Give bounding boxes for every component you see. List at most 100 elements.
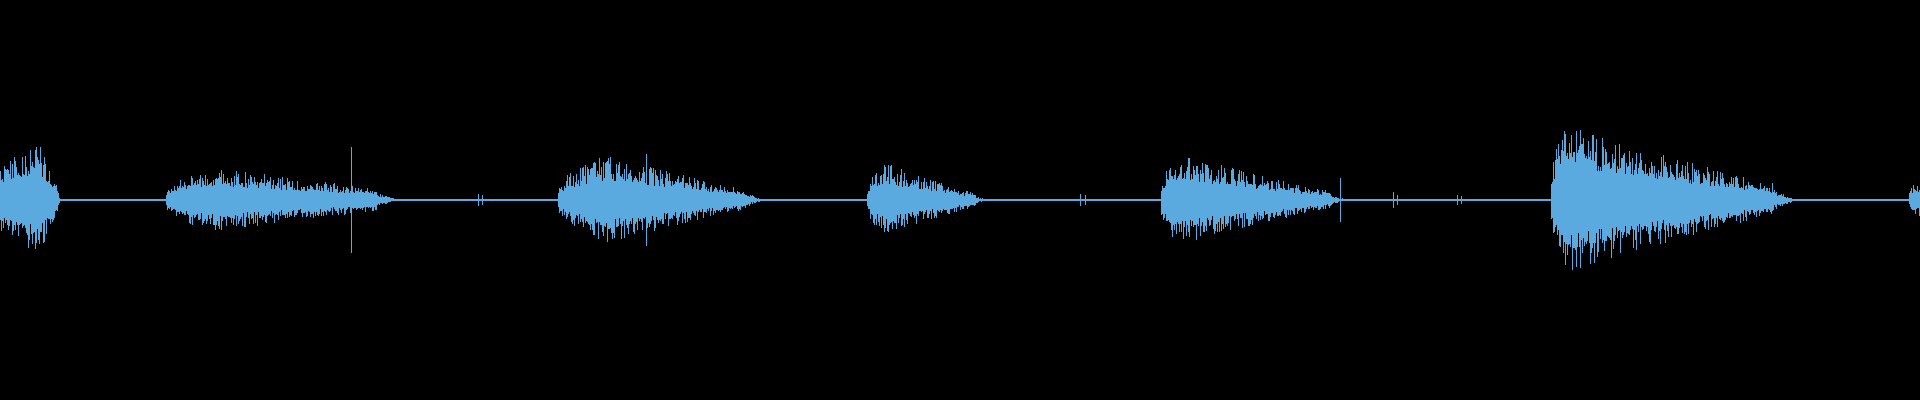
waveform-bar [1914,189,1915,210]
waveform-bar [1680,177,1681,223]
waveform-bar [179,186,180,214]
waveform-bar [1304,192,1305,213]
waveform-bar [1170,168,1171,223]
waveform-bar [746,195,747,205]
waveform-blip [1080,194,1081,206]
waveform-bar [10,161,11,220]
waveform-bar [7,169,8,225]
waveform-bar [1771,193,1772,214]
waveform-bar [394,199,395,201]
waveform-bar [197,180,198,214]
waveform-bar [566,181,567,219]
waveform-bar [1322,190,1323,207]
waveform-bar [721,190,722,210]
waveform-bar [1758,190,1759,210]
waveform-bar [742,193,743,207]
waveform-bar [627,179,628,228]
waveform-bar [871,186,872,214]
waveform-bar [1307,193,1308,207]
waveform-bar [1712,181,1713,219]
waveform-bar [13,178,14,231]
waveform-bar [1566,156,1567,244]
waveform-bar [883,174,884,225]
waveform-bar [1684,179,1685,234]
waveform-bar [1634,170,1635,230]
waveform-bar [927,186,928,218]
waveform-bar [946,190,947,210]
waveform-bar [365,191,366,212]
waveform-bar [1711,182,1712,227]
waveform-bar [342,191,343,209]
waveform-bar [700,190,701,212]
waveform-bar [873,185,874,223]
waveform-bar [758,198,759,202]
waveform-bar [715,187,716,213]
waveform-bar [924,178,925,214]
waveform-bar [214,185,215,225]
waveform-bar [750,195,751,204]
waveform-bar [286,190,287,214]
waveform-bar [1628,166,1629,234]
waveform-bar [368,192,369,208]
waveform-bar [1323,192,1324,209]
waveform-bar [671,186,672,218]
waveform-bar [1243,172,1244,213]
waveform-bar [1576,131,1577,267]
waveform-bar [1297,188,1298,214]
waveform-bar [353,192,354,209]
waveform-bar [344,193,345,215]
waveform-bar [1754,188,1755,215]
waveform-bar [591,168,592,224]
waveform-bar [960,194,961,210]
waveform-bar [1229,184,1230,216]
waveform-bar [1341,199,1342,201]
waveform-bar [1607,164,1608,236]
waveform-bar [299,190,300,210]
waveform-bar [1674,177,1675,228]
waveform-bar [893,179,894,221]
waveform-bar [257,182,258,226]
waveform-bar [256,185,257,215]
waveform-bar [563,191,564,209]
waveform-bar [1659,176,1660,231]
waveform-bar [1675,180,1676,229]
waveform-bar [637,180,638,230]
waveform-bar [1214,180,1215,234]
waveform-bar [39,164,40,244]
waveform-bar [371,193,372,207]
waveform-bar [1242,180,1243,228]
waveform-bar [9,174,10,226]
waveform-bar [1571,135,1572,235]
waveform-bar [755,198,756,203]
waveform-bar [1241,171,1242,218]
waveform-bar [57,191,58,211]
waveform-bar [1336,197,1337,203]
waveform-bar [1180,167,1181,224]
waveform-bar [1790,198,1791,203]
waveform-bar [292,181,293,211]
waveform-bar [1584,154,1585,246]
waveform-bar [939,183,940,212]
waveform-bar [1604,165,1605,251]
waveform-bar [1645,164,1646,226]
waveform-bar [389,197,390,202]
waveform-bar [293,190,294,210]
waveform-bar [1785,197,1786,203]
waveform-bar [880,176,881,217]
waveform-bar [1650,173,1651,244]
waveform-bar [1173,179,1174,225]
waveform-bar [707,191,708,209]
waveform-bar [896,185,897,229]
waveform-bar [921,182,922,212]
waveform-bar [937,184,938,210]
waveform-bar [1698,170,1699,223]
waveform-bar [224,183,225,217]
waveform-bar [329,192,330,212]
waveform-bar [264,174,265,215]
waveform-bar [303,187,304,213]
waveform-bar [1289,190,1290,210]
waveform-bar [1203,173,1204,232]
waveform-bar [348,189,349,207]
waveform-bar [685,183,686,223]
waveform-bar [43,165,44,243]
